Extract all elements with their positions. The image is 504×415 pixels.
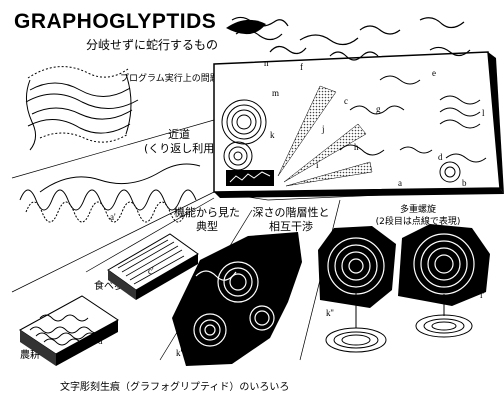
label-shortcut-line2: (くり返し利用): [144, 142, 219, 155]
farming-box: [19, 295, 119, 366]
letter-g: g: [376, 104, 381, 114]
caption: 文字彫刻生痕（グラフォグリプティド）のいろいろ: [60, 382, 290, 393]
figure-letters: a' c' d' k' k'' l' a b c d e f g h i j k…: [98, 58, 485, 358]
letter-e: e: [432, 68, 436, 78]
letter-c: c: [344, 96, 348, 106]
label-depth-line1: 深さの階層性と: [252, 206, 330, 219]
label-functional-line1: 機能から見た: [174, 206, 240, 219]
letter-d-prime: d': [98, 336, 105, 346]
letter-n: n: [264, 58, 269, 68]
spiral-blob-right: [398, 224, 490, 306]
label-functional-line2: 典型: [196, 220, 218, 233]
label-shortcut: 近道 (くり返し利用): [144, 128, 219, 156]
photo-panel: [213, 16, 504, 198]
label-grazing: 食べ歩き: [94, 281, 134, 292]
page-title: GRAPHOGLYPTIDS: [14, 10, 217, 33]
label-shortcut-line1: 近道: [168, 128, 190, 141]
label-spiral-line2: (2段目は点線で表現): [375, 217, 461, 227]
letter-b: b: [462, 178, 467, 188]
label-program-problem: プログラム実行上の問題: [120, 74, 219, 84]
letter-j: j: [321, 124, 325, 134]
letter-c-prime: c': [148, 266, 154, 276]
spiral-line-drawings: [325, 292, 473, 353]
subtitle: 分岐せずに蛇行するもの: [86, 38, 219, 52]
letter-d: d: [438, 152, 443, 162]
letter-l: l: [482, 108, 485, 118]
letter-i: i: [316, 160, 319, 170]
label-depth-line2: 相互干渉: [269, 220, 313, 233]
label-multi-spiral: 多重螺旋 (2段目は点線で表現): [358, 204, 478, 228]
depth-blob: [172, 232, 302, 366]
label-farming: 農耕: [20, 350, 40, 361]
letter-k-prime: k': [176, 348, 183, 358]
spiral-blob-left: [318, 226, 396, 308]
grazing-box: [107, 233, 199, 300]
letter-f: f: [300, 62, 303, 72]
label-functional-type: 機能から見た 典型: [172, 206, 242, 234]
shortcut-meander: [19, 163, 201, 223]
label-spiral-line1: 多重螺旋: [399, 205, 436, 215]
letter-h: h: [354, 142, 359, 152]
letter-a-prime: a': [110, 212, 116, 222]
meander-cluster-topleft: [25, 66, 139, 151]
letter-k: k: [270, 130, 275, 140]
letter-m: m: [272, 88, 279, 98]
label-depth-hierarchy: 深さの階層性と 相互干渉: [246, 206, 336, 234]
letter-k-double-prime: k'': [326, 308, 334, 318]
letter-a: a: [398, 178, 402, 188]
letter-l-prime: l': [480, 290, 485, 300]
